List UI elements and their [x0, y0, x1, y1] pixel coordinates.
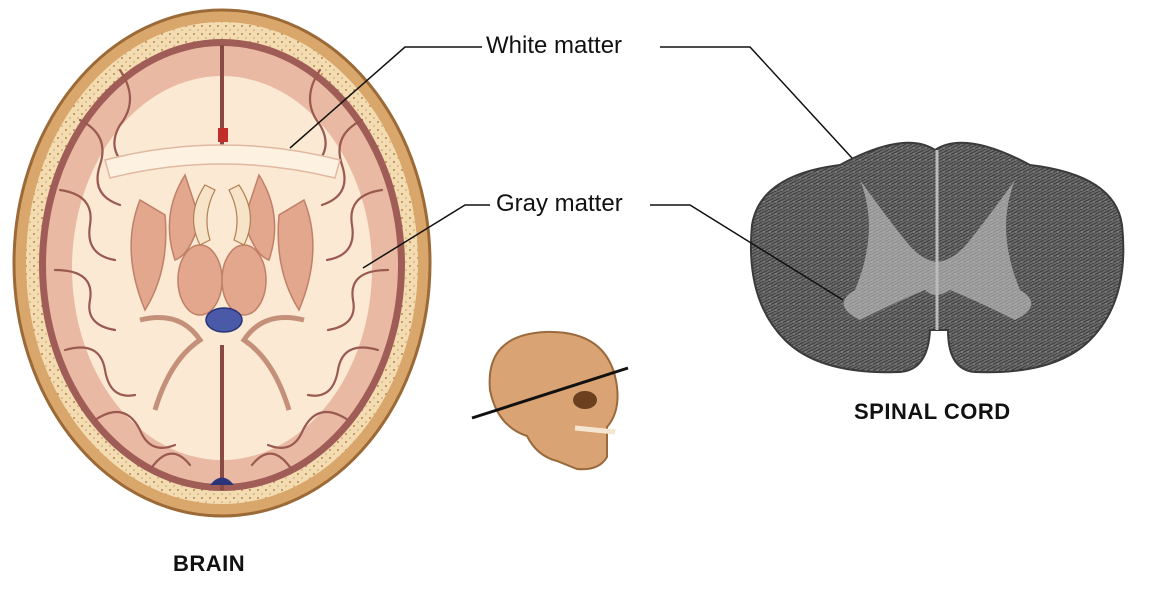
- callout-lines: [289, 46, 853, 301]
- third-ventricle: [205, 307, 243, 333]
- lateral-ventricle-right: [228, 184, 252, 246]
- white-matter-leader-cord: [660, 46, 853, 159]
- brain-section-illustration: [12, 8, 432, 518]
- skull-eye-socket: [573, 391, 597, 409]
- skull-icon: [471, 330, 629, 471]
- brain-white-matter-region: [72, 76, 372, 460]
- section-cut-line: [471, 366, 629, 420]
- posterior-horn-left: [139, 315, 204, 411]
- gray-matter-label: Gray matter: [496, 190, 623, 217]
- spinal-gray-matter: [843, 180, 1032, 320]
- gray-matter-leader-brain: [362, 204, 490, 269]
- gray-matter-leader-cord: [650, 204, 844, 301]
- corpus-callosum: [104, 144, 341, 179]
- sinus: [210, 477, 234, 485]
- spinal-cord-caption: SPINAL CORD: [854, 399, 1011, 424]
- white-matter-label: White matter: [486, 32, 623, 59]
- lateral-ventricle-left: [192, 184, 216, 246]
- skull-teeth: [574, 425, 616, 435]
- brain-caption: BRAIN: [173, 551, 246, 576]
- anterior-vessel: [218, 128, 228, 142]
- deep-gray-nuclei: [130, 173, 314, 316]
- white-matter-leader-brain: [289, 46, 482, 149]
- posterior-horn-right: [240, 315, 305, 411]
- spinal-cord-illustration: [749, 141, 1125, 374]
